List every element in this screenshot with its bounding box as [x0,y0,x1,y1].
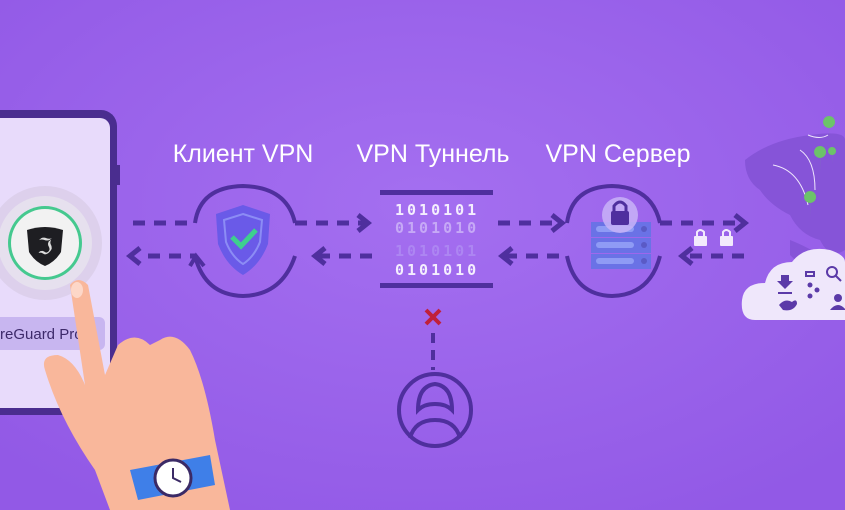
binary-line: 1010101 [395,201,479,219]
blocked-hacker [397,308,473,448]
hand-illustration [43,280,231,510]
hacker-icon [397,372,473,448]
data-flow-lines [125,213,750,266]
binary-line: 1010101 [395,242,479,260]
vpn-client-node [188,183,297,299]
vpn-tunnel: 1010101 0101010 1010101 0101010 [380,190,493,288]
client-title: Клиент VPN [173,140,314,168]
logo-shield-icon [27,227,63,266]
blocked-x-icon [424,308,442,326]
bird-icon [779,300,797,311]
lock-icon [602,197,638,233]
shield-check-icon [216,205,270,275]
link-icon [805,271,815,277]
cloud-services [741,248,845,320]
search-icon [826,266,838,278]
share-icon [807,282,820,299]
protocol-label: reGuard Proto [0,326,95,343]
svg-text:ℑ: ℑ [37,235,52,260]
server-title: VPN Сервер [545,140,690,168]
users-icon [834,294,842,302]
location-pin-icons [804,116,837,218]
binary-line: 0101010 [395,261,479,279]
encrypted-lock-icons [694,229,733,246]
download-icon [777,275,793,294]
app-connect-button[interactable]: ℑ [0,186,102,300]
binary-line: 0101010 [395,219,479,237]
tunnel-title: VPN Туннель [356,140,509,168]
vpn-server-node [565,183,662,299]
